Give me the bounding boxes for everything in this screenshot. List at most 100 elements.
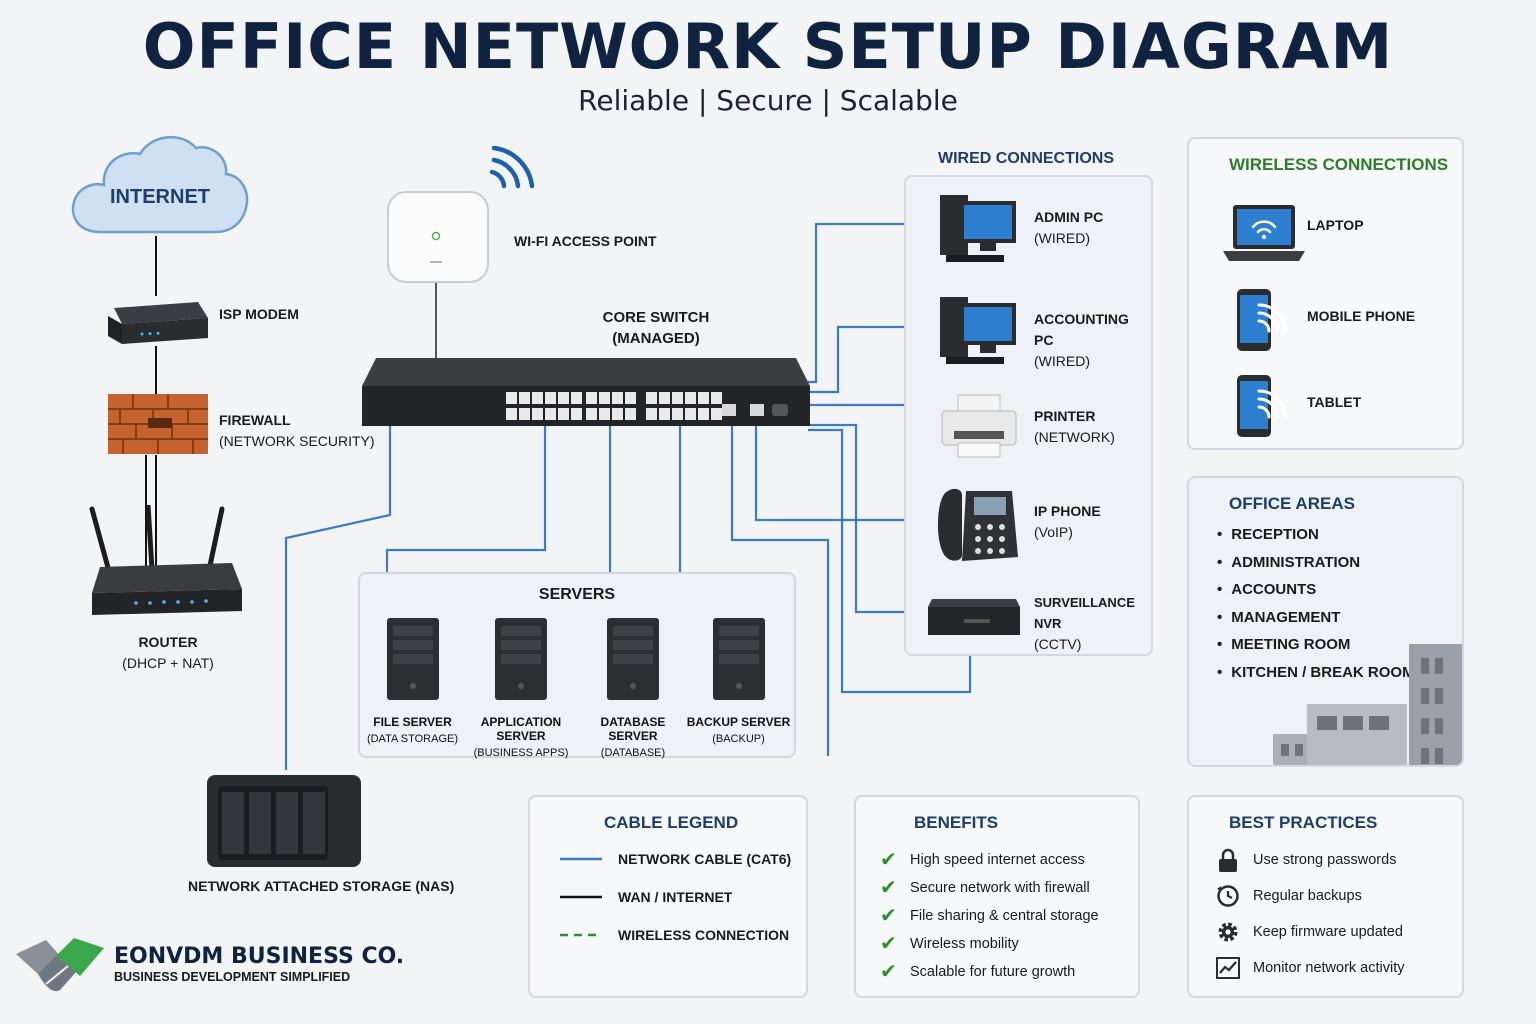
checkmark-icon: ✔ bbox=[880, 849, 897, 871]
wireless-item-mobile-phone[interactable]: MOBILE PHONE bbox=[1307, 308, 1416, 324]
switch-port bbox=[599, 408, 610, 420]
switch-port bbox=[506, 392, 517, 404]
best-practice-text: Use strong passwords bbox=[1253, 852, 1397, 868]
desktop-pc-icon bbox=[940, 297, 1016, 364]
benefits-title: BENEFITS bbox=[914, 813, 999, 832]
wired-item-printer[interactable]: PRINTER (NETWORK) bbox=[1034, 406, 1115, 448]
wifi-ap-label: WI-FI ACCESS POINT bbox=[514, 233, 657, 249]
server-tile[interactable]: APPLICATION SERVER (BUSINESS APPS) bbox=[466, 614, 576, 759]
checkmark-icon: ✔ bbox=[880, 905, 897, 927]
router-title: ROUTER bbox=[138, 634, 198, 650]
office-area-item: MEETING ROOM bbox=[1217, 636, 1415, 664]
switch-port bbox=[612, 408, 623, 420]
benefit-item: ✔ Scalable for future growth bbox=[880, 959, 1075, 984]
benefit-item: ✔Wireless mobility bbox=[880, 931, 1019, 956]
wired-item-admin[interactable]: ADMIN PC (WIRED) bbox=[1034, 207, 1103, 249]
wireless-item-laptop[interactable]: LAPTOP bbox=[1307, 217, 1364, 233]
nas-icon bbox=[207, 775, 361, 867]
gear-icon bbox=[1218, 922, 1238, 942]
core-switch-title: CORE SWITCH bbox=[602, 309, 710, 326]
checkmark-icon: ✔ bbox=[880, 933, 897, 955]
office-areas-list: RECEPTION ADMINISTRATION ACCOUNTS MANAGE… bbox=[1217, 526, 1415, 691]
wired-item-accounting[interactable]: ACCOUNTING PC (WIRED) bbox=[1034, 309, 1151, 372]
core-switch-sub: (MANAGED) bbox=[612, 330, 700, 347]
ip-phone-icon bbox=[937, 488, 1018, 561]
benefit-text: Secure network with firewall bbox=[910, 879, 1090, 896]
wireless-item-tablet[interactable]: TABLET bbox=[1307, 394, 1362, 410]
core-switch bbox=[360, 356, 812, 435]
server-desc: (DATABASE) bbox=[600, 747, 666, 759]
brick-wall-icon bbox=[108, 394, 208, 454]
server-tower-icon bbox=[495, 618, 547, 700]
server-tile[interactable]: DATABASE SERVER (DATABASE) bbox=[578, 614, 688, 759]
legend-swatch-wan bbox=[560, 895, 602, 899]
wired-item-desc: (CCTV) bbox=[1034, 636, 1082, 652]
legend-item: WAN / INTERNET bbox=[560, 889, 732, 905]
router-icon bbox=[89, 502, 242, 615]
wifi-signal-icon bbox=[489, 145, 535, 189]
legend-swatch-network bbox=[560, 857, 602, 861]
legend-title: CABLE LEGEND bbox=[604, 813, 739, 832]
wireless-title: WIRELESS CONNECTIONS bbox=[1229, 155, 1449, 174]
wired-item-name: ADMIN PC bbox=[1034, 209, 1104, 225]
best-practices-panel: BEST PRACTICES Use strong passwords Regu… bbox=[1187, 795, 1464, 998]
checkmark-icon: ✔ bbox=[880, 961, 897, 983]
server-desc: (DATA STORAGE) bbox=[366, 733, 459, 745]
switch-port bbox=[586, 392, 597, 404]
switch-port bbox=[558, 408, 569, 420]
switch-port bbox=[659, 392, 670, 404]
server-name: FILE SERVER bbox=[373, 715, 452, 729]
firewall-sub: (NETWORK SECURITY) bbox=[219, 433, 375, 449]
best-practices-title: BEST PRACTICES bbox=[1229, 813, 1378, 832]
office-area-item: RECEPTION bbox=[1217, 526, 1415, 554]
internet-label: INTERNET bbox=[110, 186, 210, 208]
isp-modem-label: ISP MODEM bbox=[219, 306, 299, 322]
wired-item-name: PRINTER bbox=[1034, 408, 1096, 424]
switch-port bbox=[519, 392, 530, 404]
benefit-text: Scalable for future growth bbox=[910, 963, 1076, 980]
office-areas-panel: OFFICE AREAS RECEPTION ADMINISTRATION AC… bbox=[1187, 476, 1464, 767]
server-tile[interactable]: BACKUP SERVER (BACKUP) bbox=[686, 614, 791, 745]
server-desc: (BACKUP) bbox=[712, 733, 765, 745]
internet-cloud: INTERNET bbox=[70, 130, 250, 236]
servers-title: SERVERS bbox=[538, 586, 616, 603]
router-sub: (DHCP + NAT) bbox=[122, 655, 214, 671]
backup-clock-icon bbox=[1217, 885, 1239, 907]
wired-title: WIRED CONNECTIONS bbox=[938, 150, 1114, 167]
wired-item-desc: (WIRED) bbox=[1034, 353, 1090, 369]
checkmark-icon: ✔ bbox=[880, 877, 897, 899]
switch-port bbox=[599, 392, 610, 404]
benefit-item: ✔ File sharing & central storage bbox=[880, 903, 1099, 928]
office-area-item: ACCOUNTS bbox=[1217, 581, 1415, 609]
wired-item-nvr[interactable]: SURVEILLANCE NVR (CCTV) bbox=[1034, 592, 1151, 655]
switch-port bbox=[659, 408, 670, 420]
lock-icon bbox=[1219, 848, 1237, 872]
server-desc: (BUSINESS APPS) bbox=[473, 747, 569, 759]
legend-item: WIRELESS CONNECTION bbox=[560, 927, 789, 943]
printer-icon bbox=[941, 394, 1017, 458]
wired-item-name: IP PHONE bbox=[1034, 503, 1101, 519]
legend-label: WIRELESS CONNECTION bbox=[618, 927, 790, 943]
router bbox=[86, 502, 246, 622]
switch-ports bbox=[506, 392, 722, 420]
switch-port bbox=[672, 392, 683, 404]
switch-port bbox=[625, 408, 636, 420]
server-name: APPLICATION SERVER bbox=[480, 715, 562, 743]
wired-item-ip-phone[interactable]: IP PHONE (VoIP) bbox=[1034, 501, 1101, 543]
nvr-icon bbox=[928, 599, 1020, 635]
switch-port bbox=[506, 408, 517, 420]
best-practice-text: Monitor network activity bbox=[1253, 960, 1405, 976]
wired-item-desc: (VoIP) bbox=[1034, 524, 1073, 540]
switch-port bbox=[711, 408, 722, 420]
switch-port bbox=[545, 408, 556, 420]
best-practice-item: Use strong passwords bbox=[1215, 847, 1396, 873]
firewall bbox=[108, 394, 208, 459]
switch-port bbox=[586, 408, 597, 420]
wired-panel: ADMIN PC (WIRED) ACCOUNTING PC (WIRED) P… bbox=[904, 175, 1153, 656]
benefit-text: File sharing & central storage bbox=[910, 907, 1099, 924]
firewall-label: FIREWALL (NETWORK SECURITY) bbox=[219, 410, 375, 452]
benefit-item: ✔ Secure network with firewall bbox=[880, 875, 1090, 900]
core-switch-label: CORE SWITCH (MANAGED) bbox=[576, 307, 736, 349]
router-label: ROUTER (DHCP + NAT) bbox=[100, 632, 236, 674]
server-tile[interactable]: FILE SERVER (DATA STORAGE) bbox=[360, 614, 465, 745]
